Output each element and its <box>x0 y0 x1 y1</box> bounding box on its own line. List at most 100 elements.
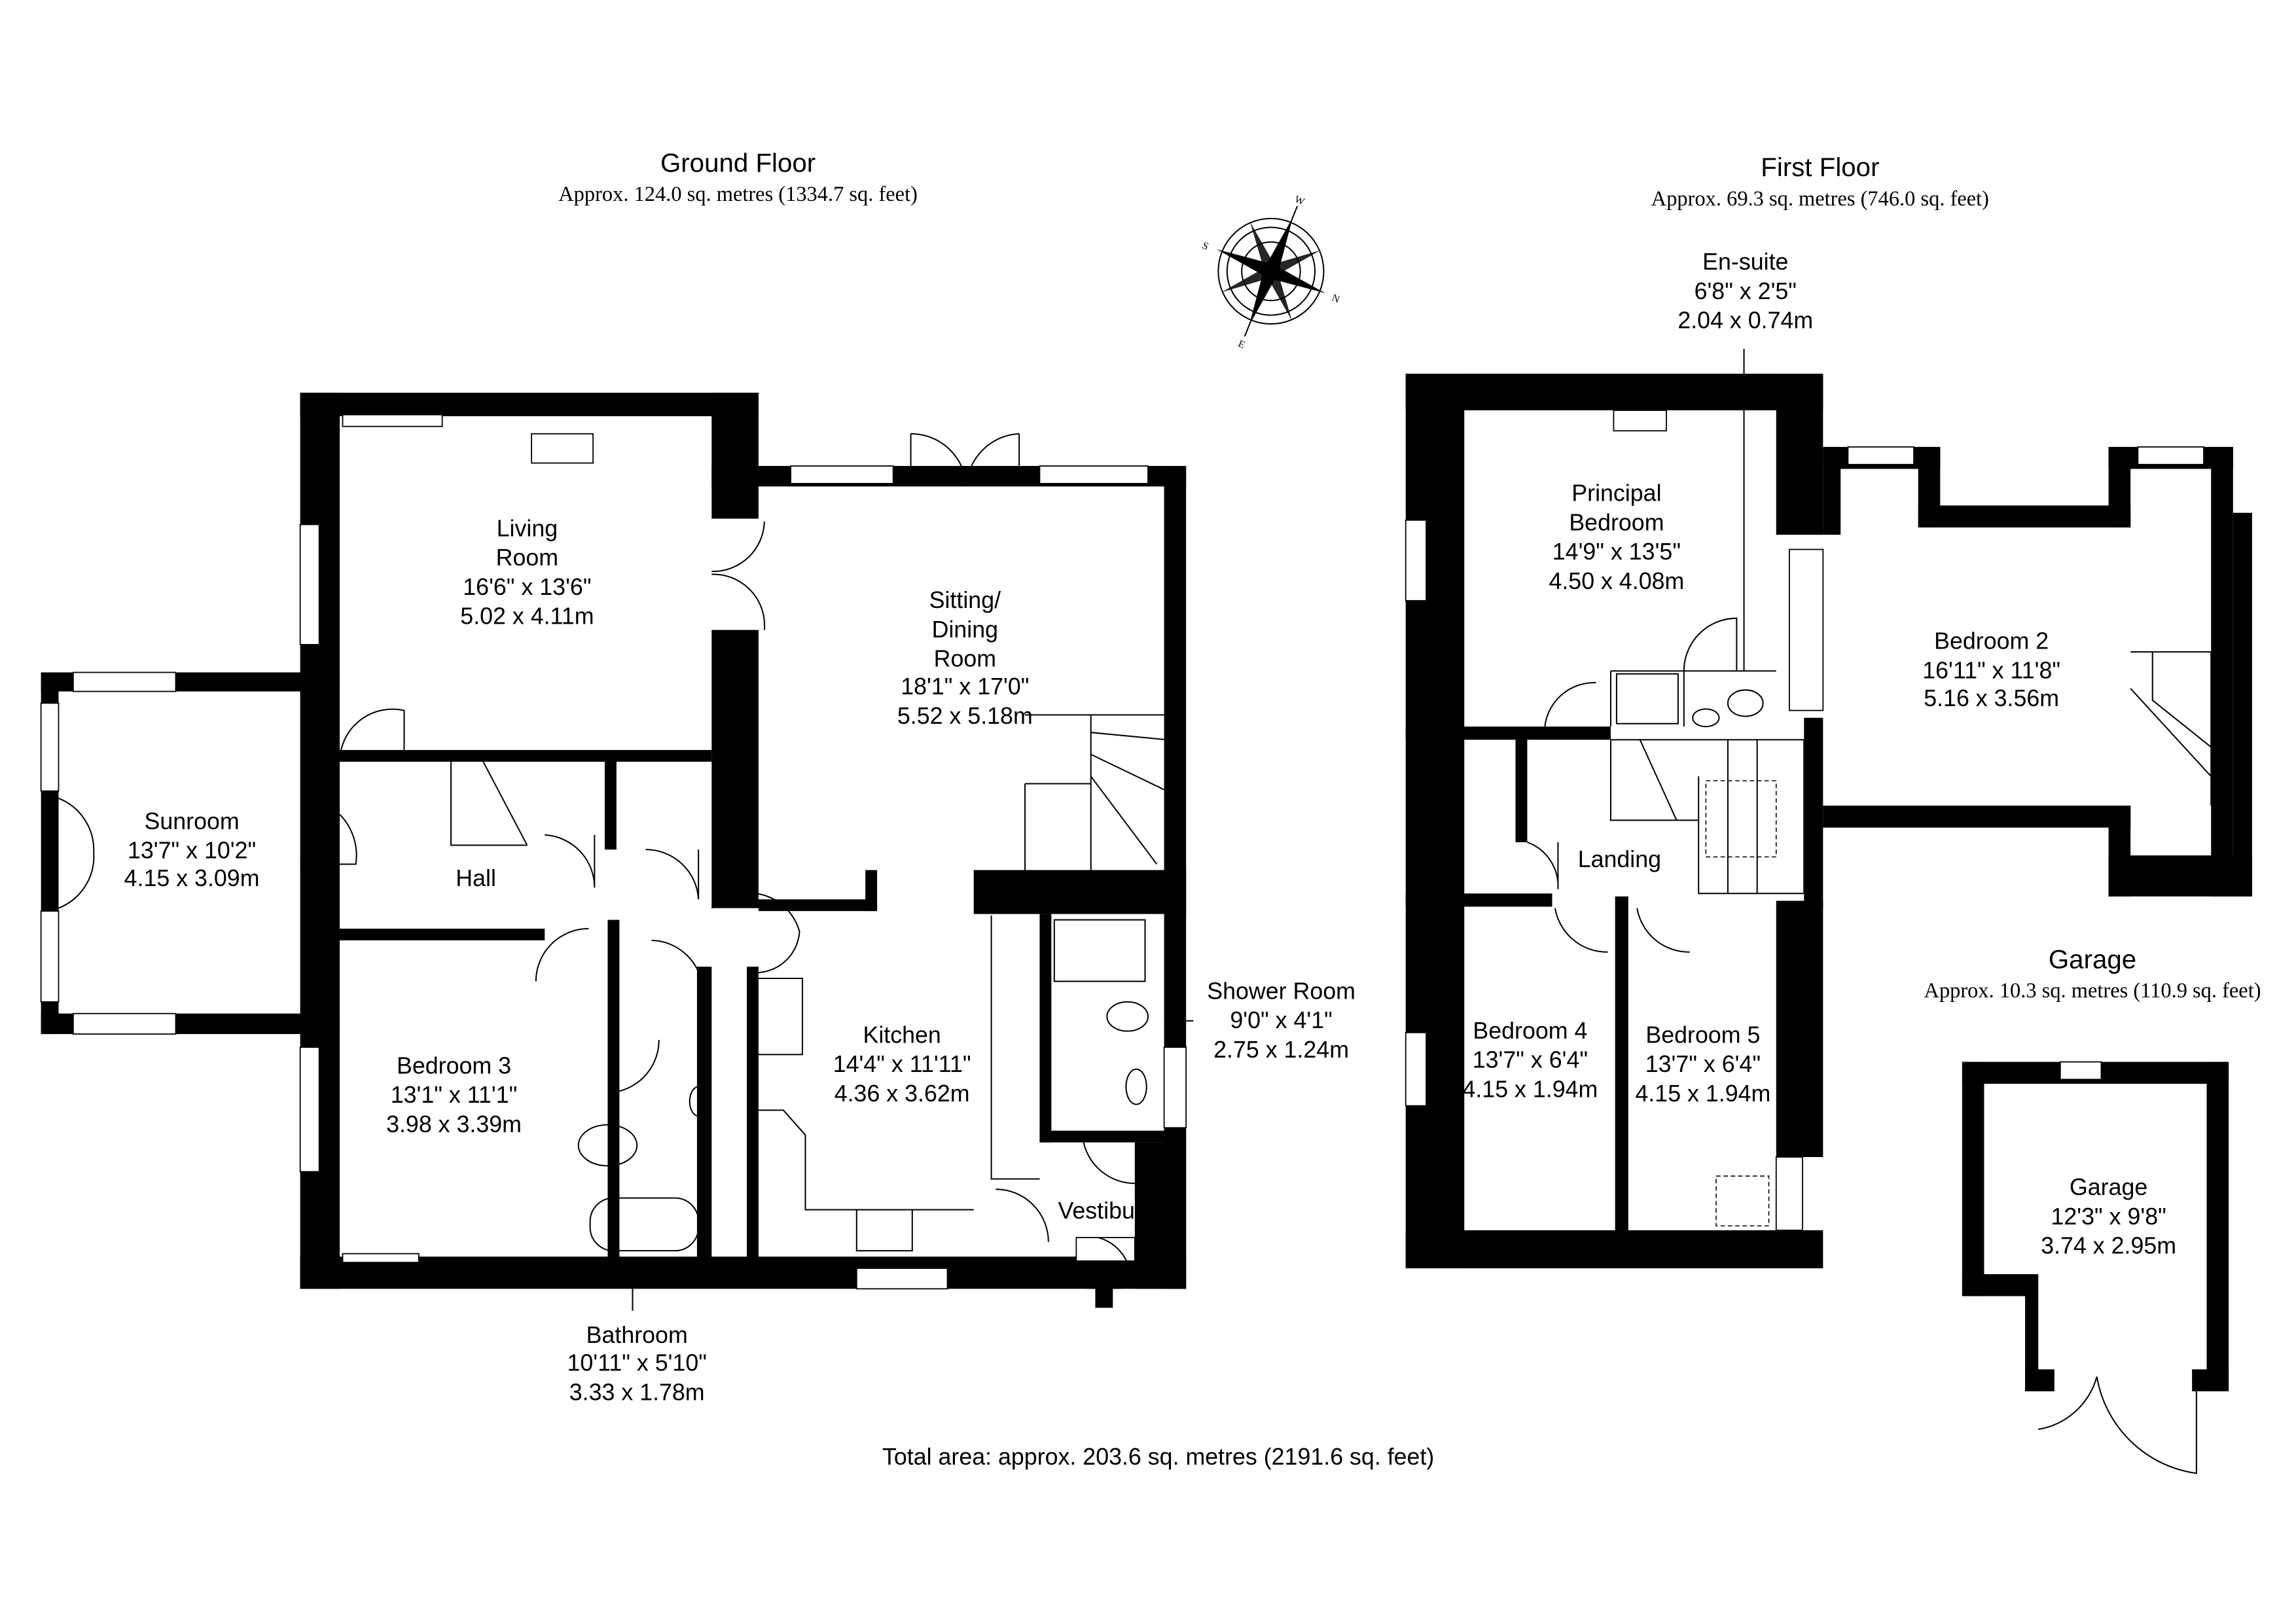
room-bedroom-4: Bedroom 4 13'7" x 6'4" 4.15 x 1.94m <box>1462 1018 1598 1102</box>
door[interactable] <box>1083 1142 1135 1275</box>
room-garage: Garage 12'3" x 9'8" 3.74 x 2.95m <box>2041 1174 2176 1258</box>
toilet <box>1727 689 1764 717</box>
wall <box>1405 374 1465 1269</box>
window <box>40 910 60 1003</box>
wall <box>1776 901 1823 1157</box>
room-bedroom-2: Bedroom 2 16'11" x 11'8" 5.16 x 3.56m <box>1922 628 2060 711</box>
first-floor-walls <box>1405 374 2252 1269</box>
room-name: Garage <box>2070 1174 2147 1200</box>
compass-letter-w: W <box>1293 194 1306 207</box>
kitchen-sink <box>855 1209 913 1252</box>
room-dimensions-metric: 4.36 x 3.62m <box>834 1080 970 1107</box>
room-en-suite: En-suite 6'8" x 2'5" 2.04 x 0.74m <box>1677 249 1813 333</box>
room-bedroom-5: Bedroom 5 13'7" x 6'4" 4.15 x 1.94m <box>1635 1022 1770 1106</box>
room-dimensions-imperial: 16'6" x 13'6" <box>463 574 591 600</box>
door[interactable] <box>1554 908 1690 953</box>
wall <box>604 761 617 850</box>
french-doors[interactable] <box>910 433 1020 487</box>
room-bathroom: Bathroom 10'11" x 5'10" 3.33 x 1.78m <box>567 1322 706 1405</box>
room-dimensions-imperial: 12'3" x 9'8" <box>2051 1204 2166 1230</box>
room-dimensions-metric: 4.15 x 1.94m <box>1635 1080 1770 1107</box>
compass-rose-icon: W S N E <box>1200 194 1341 351</box>
door[interactable] <box>535 927 589 982</box>
garage-title: Garage <box>2049 944 2136 974</box>
window <box>1405 1031 1427 1107</box>
loft-hatch <box>1715 1175 1770 1226</box>
entrance-arrow-icon <box>1086 1274 1122 1308</box>
door[interactable] <box>545 834 596 888</box>
wall <box>300 393 759 416</box>
compass-letter-n: N <box>1330 293 1341 306</box>
room-name: Sitting/ <box>929 587 1001 613</box>
wall <box>1134 1142 1187 1289</box>
room-sitting-dining: Sitting/ Dining Room 18'1" x 17'0" 5.52 … <box>897 587 1033 729</box>
wall <box>1405 1230 1823 1269</box>
compass-letter-e: E <box>1236 338 1246 351</box>
window <box>1039 465 1149 484</box>
wall <box>2211 446 2233 897</box>
fireplace <box>1613 410 1667 432</box>
room-name: Sunroom <box>144 808 239 834</box>
room-dimensions-metric: 5.16 x 3.56m <box>1924 685 2059 711</box>
wall <box>2192 1369 2229 1391</box>
ground-floor-fixtures <box>58 433 1194 1311</box>
shower-tray <box>1615 673 1679 724</box>
fireplace <box>531 433 594 464</box>
basin <box>689 1086 708 1117</box>
door[interactable] <box>1683 617 1738 671</box>
bedroom2-stairs <box>2130 651 2212 806</box>
room-kitchen: Kitchen 14'4" x 11'11" 4.36 x 3.62m <box>833 1022 971 1106</box>
window <box>299 1046 320 1173</box>
door[interactable] <box>1544 682 1596 727</box>
toilet <box>577 1124 638 1167</box>
total-area: Total area: approx. 203.6 sq. metres (21… <box>882 1444 1434 1470</box>
room-name: Bedroom <box>1569 509 1664 535</box>
first-floor-title: First Floor <box>1761 152 1879 182</box>
living-room-double-door[interactable] <box>711 521 766 630</box>
door[interactable] <box>645 849 700 900</box>
window <box>342 1253 420 1263</box>
wall <box>711 630 759 908</box>
room-living: Living Room 16'6" x 13'6" 5.02 x 4.11m <box>460 515 594 629</box>
wall <box>1039 1130 1187 1143</box>
door[interactable] <box>711 892 800 974</box>
wall <box>1823 446 1841 535</box>
first-floor-fixtures <box>1527 349 2212 1226</box>
room-name: Bedroom 5 <box>1645 1022 1760 1048</box>
room-shower-room: Shower Room 9'0" x 4'1" 2.75 x 1.24m <box>1207 978 1355 1062</box>
window <box>790 465 894 484</box>
first-floor-stairs <box>1609 739 1805 895</box>
window <box>855 1268 948 1290</box>
window <box>299 524 320 645</box>
wall <box>1962 1061 1984 1296</box>
window <box>40 702 60 792</box>
room-dimensions-metric: 5.02 x 4.11m <box>460 603 594 630</box>
ground-floor-title: Ground Floor <box>660 148 816 177</box>
door[interactable] <box>339 708 405 762</box>
wall <box>746 967 759 1260</box>
toilet <box>1106 1001 1149 1032</box>
room-dimensions-metric: 2.75 x 1.24m <box>1213 1037 1349 1063</box>
room-dimensions-metric: 4.50 x 4.08m <box>1549 568 1684 594</box>
hall-stairs <box>450 761 528 846</box>
wall <box>1776 374 1823 535</box>
sunroom-double-door[interactable] <box>58 797 95 909</box>
ground-floor-area: Approx. 124.0 sq. metres (1334.7 sq. fee… <box>558 183 918 206</box>
door[interactable] <box>300 813 357 865</box>
window <box>1847 446 1914 465</box>
room-name: Principal <box>1571 480 1661 507</box>
room-dimensions-imperial: 6'8" x 2'5" <box>1695 278 1797 304</box>
wall <box>1405 726 1611 740</box>
room-dimensions-imperial: 14'9" x 13'5" <box>1552 539 1681 565</box>
garage-area: Approx. 10.3 sq. metres (110.9 sq. feet) <box>1924 979 2261 1003</box>
garage-doors[interactable] <box>2038 1376 2197 1474</box>
window <box>1789 548 1824 711</box>
bathtub <box>589 1197 700 1252</box>
wall <box>2025 1369 2054 1391</box>
door[interactable] <box>619 939 704 1092</box>
wall <box>1039 914 1052 1143</box>
door[interactable] <box>1527 842 1559 889</box>
wall <box>711 393 759 519</box>
window <box>1405 519 1427 601</box>
